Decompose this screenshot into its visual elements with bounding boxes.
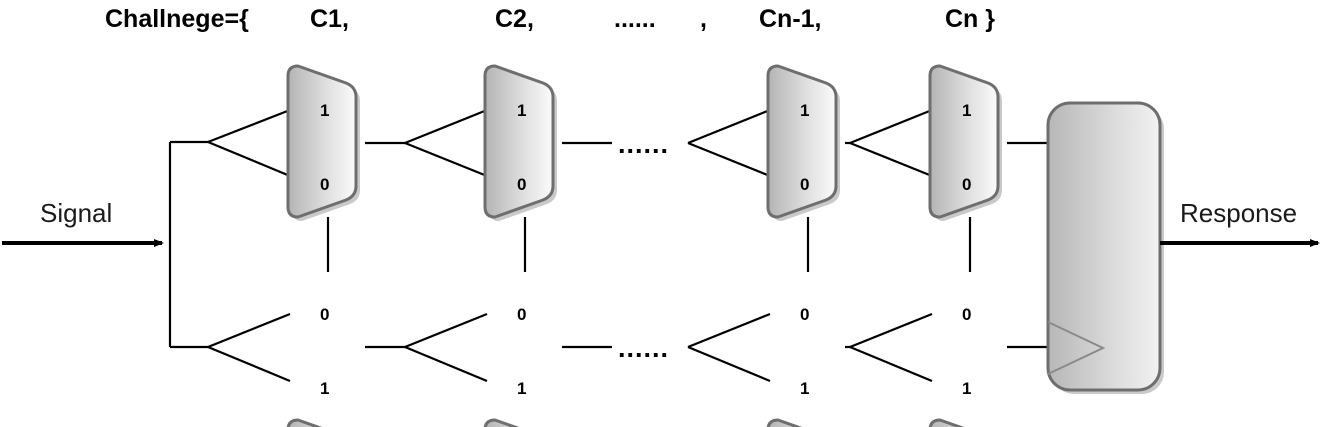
row-ellipsis-bottom: ......	[618, 333, 669, 363]
fanout-stage2-bottom	[404, 312, 488, 383]
mux-cn1-top-lower-label: 0	[800, 175, 809, 194]
signal-label: Signal	[40, 198, 112, 228]
challenge-header: Challnege={ C1, C2, ...... , Cn-1, Cn }	[105, 5, 995, 33]
interstage-wires	[365, 141, 1048, 349]
challenge-ellipsis-label: ......	[614, 5, 656, 33]
fanout-stage1-top	[207, 108, 291, 178]
mux-stage-c2-bottom[interactable]: 0 1	[483, 305, 557, 427]
fanout-top-row	[207, 108, 933, 178]
arbiter-body	[1046, 101, 1162, 392]
mux-stage-c1-top[interactable]: 1 0	[286, 64, 360, 221]
response-output-group: Response	[1160, 198, 1320, 247]
mux-stage-cn1-top[interactable]: 1 0	[766, 64, 840, 221]
fanout-stage2-top	[404, 108, 488, 178]
mux-cn-top-lower-label: 0	[962, 175, 971, 194]
mux-cn1-top-upper-label: 1	[800, 101, 809, 120]
signal-input-group: Signal	[2, 140, 208, 349]
mux-cn1-bottom-upper-label: 0	[800, 305, 809, 324]
mux-stage-cn1-bottom[interactable]: 0 1	[766, 305, 840, 427]
mux-row-top: 1 0 1 0 1 0 1 0	[286, 64, 1002, 221]
arbiter-block[interactable]	[1046, 101, 1164, 394]
fanout-bottom-row	[207, 312, 933, 383]
arbiter-clock-triangle-icon	[1047, 321, 1106, 375]
mux-stage-c2-top[interactable]: 1 0	[483, 64, 557, 221]
fanout-stage1-bottom	[207, 312, 291, 383]
row-ellipsis-top: ......	[618, 129, 669, 159]
mux-cn-bottom-lower-label: 1	[962, 379, 971, 398]
fanout-stage4-top	[849, 108, 933, 178]
fanout-stage3-top	[687, 108, 771, 178]
challenge-select-lines	[326, 217, 972, 272]
challenge-c1-label: C1,	[310, 5, 349, 33]
mux-c2-bottom-upper-label: 0	[517, 305, 526, 324]
mux-c2-top-lower-label: 0	[517, 175, 526, 194]
challenge-comma-label: ,	[700, 5, 707, 33]
mux-row-bottom: 0 1 0 1 0 1	[286, 305, 1002, 427]
fanout-stage4-bottom	[849, 312, 933, 383]
mux-c1-bottom-upper-label: 0	[320, 305, 329, 324]
mux-c2-top-upper-label: 1	[517, 101, 526, 120]
challenge-cn-minus-1-label: Cn-1,	[759, 5, 822, 33]
response-label: Response	[1180, 198, 1297, 228]
challenge-c2-label: C2,	[495, 5, 534, 33]
mux-c1-top-lower-label: 0	[320, 175, 329, 194]
fanout-stage3-bottom	[687, 312, 771, 383]
challenge-prefix-label: Challnege={	[105, 5, 249, 33]
mux-c1-bottom-lower-label: 1	[320, 379, 329, 398]
mux-cn-bottom-upper-label: 0	[962, 305, 971, 324]
mux-stage-c1-bottom[interactable]: 0 1	[286, 305, 360, 427]
mux-cn1-bottom-lower-label: 1	[800, 379, 809, 398]
mux-stage-cn-bottom[interactable]: 0 1	[928, 305, 1002, 427]
challenge-cn-label: Cn }	[945, 5, 995, 33]
mux-c1-top-upper-label: 1	[320, 101, 329, 120]
mux-c2-bottom-lower-label: 1	[517, 379, 526, 398]
mux-stage-cn-top[interactable]: 1 0	[928, 64, 1002, 221]
mux-cn-top-upper-label: 1	[962, 101, 971, 120]
